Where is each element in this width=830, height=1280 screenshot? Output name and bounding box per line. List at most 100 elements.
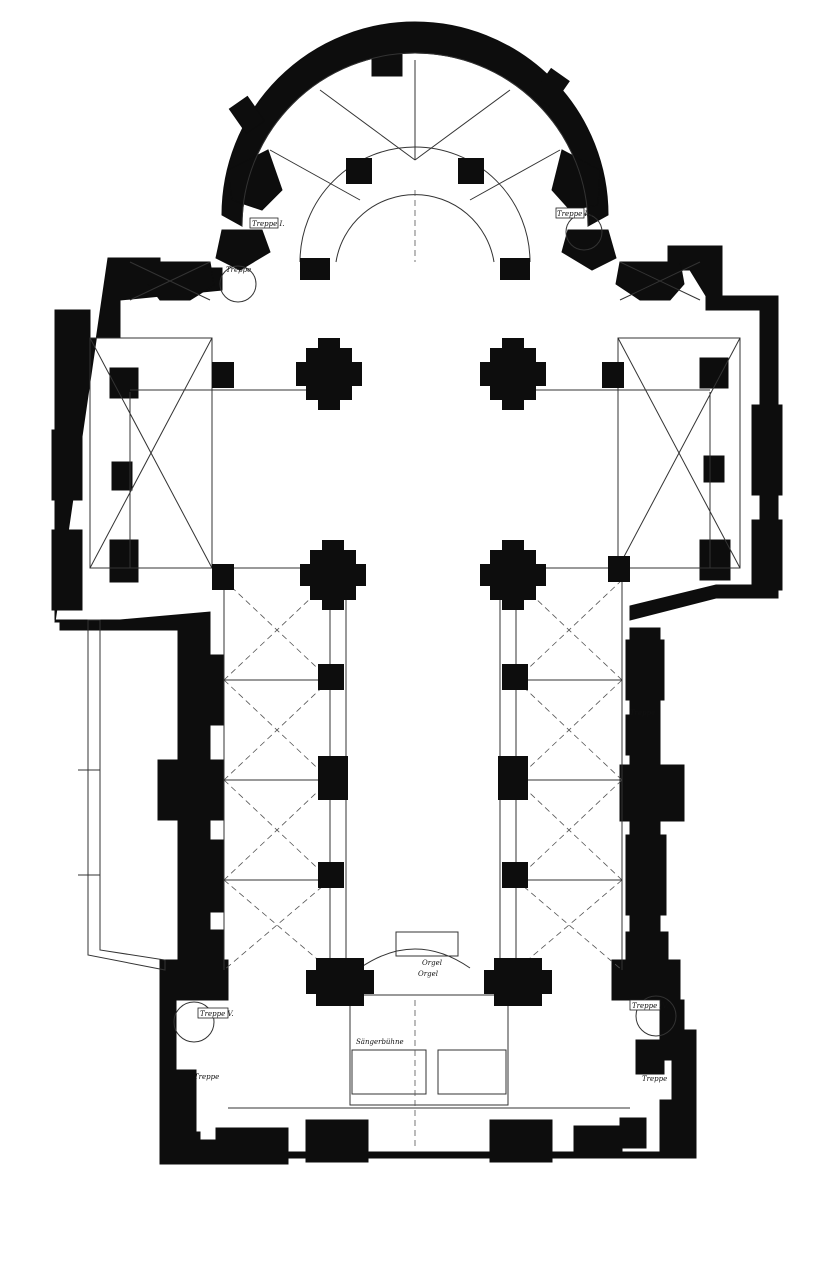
choir-pier-6 — [602, 362, 624, 388]
choir-left-corner — [227, 149, 283, 211]
right-nave-buttress-2 — [625, 714, 661, 756]
right-nave-buttress-4 — [625, 834, 667, 916]
label-stair-choir-left: Treppe I. — [252, 220, 284, 228]
choir-pier-3 — [346, 158, 372, 184]
nave-pier-right-3 — [502, 862, 528, 888]
gallery-floor — [349, 994, 509, 1106]
choir-right-corner — [551, 149, 601, 211]
gallery-room-right — [437, 1049, 507, 1095]
right-aisle-rib-2 — [515, 579, 623, 681]
right-transept-pier-2 — [751, 519, 783, 591]
labels: Treppe I. Treppe Treppe II. Treppe V. Tr… — [194, 207, 668, 1083]
left-nave-buttress-4 — [183, 929, 225, 971]
crossing-pier-nw — [296, 338, 362, 410]
label-gallery-note: Sängerbühne — [356, 1038, 404, 1046]
right-aisle-rib-4 — [515, 679, 623, 781]
choir-pier-1 — [300, 258, 330, 280]
nave-pier-left-1 — [318, 664, 344, 690]
west-pier-left — [306, 958, 374, 1006]
organ-case — [395, 931, 459, 957]
right-transept-rib-4 — [619, 261, 701, 301]
label-box-west-left — [197, 1007, 229, 1019]
choir-right-base — [615, 261, 685, 301]
left-transept-pier-5 — [111, 461, 133, 491]
left-aisle-rib-7 — [223, 879, 331, 971]
gallery-room-left — [351, 1049, 427, 1095]
left-nave-buttress-1 — [179, 654, 225, 726]
apse-buttress-2 — [532, 67, 570, 109]
right-nave-buttress-1 — [625, 639, 665, 701]
right-aisle-rib-6 — [515, 779, 623, 881]
transept-pier-8 — [608, 556, 630, 582]
label-stair-west-left-lower: Treppe — [194, 1073, 219, 1081]
apse-inner-arc — [241, 52, 589, 227]
apse-buttress-3 — [371, 51, 403, 77]
right-nave-buttress-5 — [625, 931, 669, 973]
west-front-pier-1 — [215, 1127, 289, 1165]
right-transept-pier-1 — [751, 404, 783, 496]
apse-buttress-1 — [228, 95, 266, 135]
left-transept-pier-4 — [109, 367, 139, 399]
label-stair-choir-right: Treppe II. — [557, 210, 592, 218]
right-aisle-rib-8 — [515, 879, 623, 971]
crossing-pier-sw — [300, 540, 366, 610]
choir-pier-2 — [500, 258, 530, 280]
nave-pier-right-1 — [502, 664, 528, 690]
transept-pier-7 — [212, 564, 234, 590]
west-left-tower-inner — [161, 1069, 197, 1135]
label-box-choir-right — [555, 207, 585, 219]
apse-left-spur — [215, 229, 271, 271]
choir-pier-4 — [458, 158, 484, 184]
label-stair-west-right-lower: Treppe — [642, 1075, 667, 1083]
stair-west-right — [635, 995, 677, 1037]
left-transept-pier-1 — [51, 429, 83, 501]
right-transept-rib-2 — [617, 337, 741, 569]
right-transept-pier-5 — [703, 455, 725, 483]
left-nave-buttress-3 — [179, 839, 225, 913]
west-front-pier-5 — [619, 1117, 647, 1149]
left-transept-pier-2 — [51, 529, 83, 611]
right-transept-pier-4 — [699, 539, 731, 581]
piers — [212, 158, 630, 1006]
outer-walls — [51, 21, 783, 1165]
nave-pier-right-2 — [498, 756, 528, 800]
apse-rib-2 — [319, 89, 416, 161]
label-box-west-right — [629, 999, 661, 1011]
west-pier-right — [484, 958, 552, 1006]
apse-rib-3 — [414, 89, 511, 161]
organ-gallery-arc — [359, 948, 471, 969]
apse-right-spur — [561, 229, 617, 271]
stair-choir-left — [219, 265, 257, 303]
label-stair-choir-left-small: Treppe — [226, 266, 251, 274]
west-front-strip — [159, 1151, 697, 1159]
interior-lines — [78, 52, 741, 1150]
label-stair-aisle-right: Treppe — [630, 709, 655, 717]
crossing-pier-ne — [480, 338, 546, 410]
label-organ-upper: Orgel — [422, 959, 442, 967]
label-organ: Orgel — [418, 970, 438, 978]
left-aisle-rib-4 — [223, 679, 331, 781]
left-transept-rib-2 — [89, 337, 213, 569]
left-transept-rib-4 — [129, 261, 211, 301]
label-stair-west-left: Treppe V. — [200, 1010, 234, 1018]
choir-left-base — [147, 261, 215, 301]
left-aisle-rib-6 — [223, 779, 331, 881]
nave-pier-left-2 — [318, 756, 348, 800]
right-transept-pier-3 — [699, 357, 729, 389]
crossing-pier-se — [480, 540, 546, 610]
left-nave-buttress-2 — [157, 759, 225, 821]
stair-west-left — [173, 1001, 215, 1043]
west-right-tower-inner — [635, 1039, 665, 1075]
apse-rib-4 — [269, 149, 361, 201]
apse-rib-5 — [469, 149, 561, 201]
north-annex-outline — [87, 619, 166, 971]
left-aisle-rib-8 — [223, 879, 331, 971]
right-aisle-rib-7 — [515, 879, 623, 971]
left-transept-pier-3 — [109, 539, 139, 583]
right-nave-buttress-3 — [619, 764, 685, 822]
label-stair-west-right: Treppe IV. — [632, 1002, 668, 1010]
nave-pier-left-3 — [318, 862, 344, 888]
label-box-choir-left — [249, 217, 279, 229]
choir-pier-5 — [212, 362, 234, 388]
